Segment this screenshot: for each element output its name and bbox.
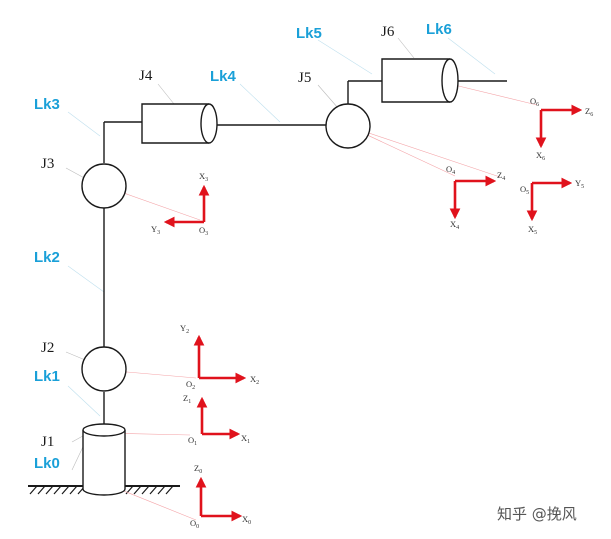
joint-j1-cylinder — [82, 423, 126, 496]
frame-5-x-label: X5 — [528, 224, 537, 236]
link-label-lk1: Lk1 — [34, 368, 60, 385]
joint-label-j1: J1 — [41, 434, 54, 450]
frame-1-z-label: Z1 — [183, 393, 191, 405]
frame-0-x-label: X0 — [242, 514, 251, 526]
frame-5-origin-label: O5 — [520, 184, 529, 196]
joint-labels: J1 J2 J3 J4 J5 J6 — [41, 24, 395, 450]
frame-3-y-label: Y3 — [151, 224, 160, 236]
joint-label-j5: J5 — [298, 70, 311, 86]
joint-label-j2: J2 — [41, 340, 54, 356]
link-label-lk5: Lk5 — [296, 25, 322, 42]
frame-4-origin-label: O4 — [446, 164, 455, 176]
frame-1-x-label: X1 — [241, 433, 250, 445]
frame-3-origin-label: O3 — [199, 225, 208, 237]
link-label-lk2: Lk2 — [34, 249, 60, 266]
joint-j3-circle — [81, 163, 127, 209]
joint-label-j4: J4 — [139, 68, 153, 84]
frame-0-z-label: Z0 — [194, 463, 202, 475]
frame-3-x-label: X3 — [199, 171, 208, 183]
link-labels: Lk0 Lk1 Lk2 Lk3 Lk4 Lk5 Lk6 — [34, 21, 452, 472]
frame-2-origin-label: O2 — [186, 379, 195, 391]
link-label-lk3: Lk3 — [34, 96, 60, 113]
watermark-text: 知乎 @挽风 — [497, 505, 577, 523]
frame-1-origin-label: O1 — [188, 435, 197, 447]
joint-j2-circle — [81, 346, 127, 392]
joint-label-j3: J3 — [41, 156, 54, 172]
frame-2-x-label: X2 — [250, 374, 259, 386]
frame-4-z-label: Z4 — [497, 170, 505, 182]
frame-6-x-label: X6 — [536, 150, 545, 162]
frame-4-x-label: X4 — [450, 219, 459, 231]
frame-6-origin-label: O6 — [530, 96, 539, 108]
link-label-lk0: Lk0 — [34, 455, 60, 472]
link-label-lk4: Lk4 — [210, 68, 237, 85]
link-label-lk6: Lk6 — [426, 21, 452, 38]
frame-0-origin-label: O0 — [190, 518, 199, 530]
frame-6-z-label: Z6 — [585, 106, 593, 118]
leader-lines — [65, 37, 538, 521]
joint-j5-circle — [325, 103, 371, 149]
joint-j4-cylinder — [141, 103, 218, 144]
frames — [163, 104, 583, 522]
frame-5-y-label: Y5 — [575, 178, 584, 190]
frame-2-y-label: Y2 — [180, 323, 189, 335]
joint-label-j6: J6 — [381, 24, 395, 40]
robot-structure — [81, 58, 507, 496]
joint-j6-cylinder — [381, 58, 459, 103]
axis-labels: O0 X0 Z0 O1 X1 Z1 O2 X2 Y2 O3 Y3 X3 O4 Z… — [151, 96, 593, 530]
